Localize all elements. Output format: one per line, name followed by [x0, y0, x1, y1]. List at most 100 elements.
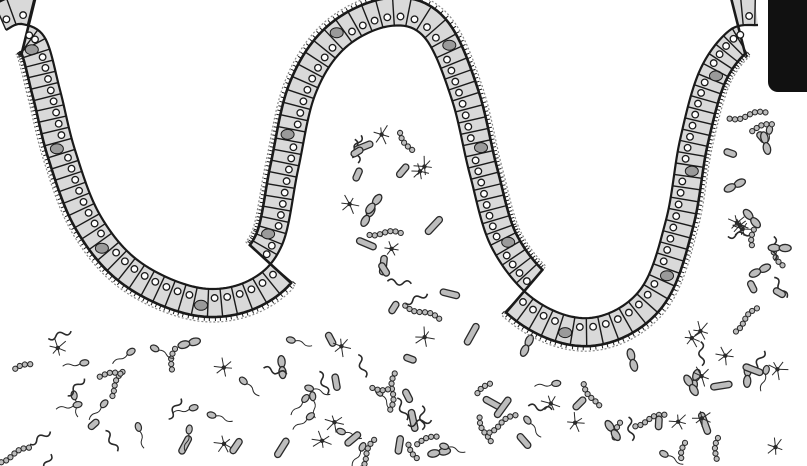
cell-nucleus	[675, 201, 682, 208]
rod-bacterium	[388, 300, 400, 315]
cell-nucleus	[259, 280, 266, 287]
cell-nucleus	[283, 178, 290, 185]
cell-nucleus	[152, 279, 159, 286]
cell-nucleus	[483, 202, 490, 209]
rod-bacterium	[331, 374, 340, 391]
cell-nucleus	[673, 213, 680, 220]
coccus-chain	[12, 359, 34, 373]
coccus-chain	[395, 129, 416, 155]
cell-nucleus	[670, 224, 677, 231]
cell-nucleus	[651, 281, 658, 288]
spiral-bacterium	[29, 429, 52, 446]
cell-nucleus	[55, 120, 62, 127]
cell-nucleus	[53, 109, 60, 116]
flagellated-bacterium	[289, 393, 311, 417]
microvillus	[697, 209, 701, 210]
cell-nucleus	[72, 177, 79, 184]
cell-nucleus	[309, 75, 316, 82]
diplococcus	[177, 337, 201, 350]
rod-bacterium	[395, 435, 404, 454]
rod-bacterium	[403, 354, 417, 364]
rod-bacterium	[273, 437, 290, 459]
microvillus	[701, 184, 705, 185]
cell-nucleus	[590, 323, 597, 330]
microvillus	[193, 315, 194, 319]
microvillus	[654, 316, 657, 319]
microvillus	[262, 191, 266, 192]
cell-nucleus	[42, 65, 49, 72]
rod-bacterium	[424, 215, 444, 236]
cell-nucleus	[286, 166, 293, 173]
flagellated-bacterium	[206, 411, 233, 424]
rod-bacterium	[698, 412, 712, 436]
rod-bacterium	[746, 280, 757, 294]
coccus-chain	[166, 345, 179, 372]
flagellated-bacterium	[134, 422, 147, 449]
cell-nucleus	[516, 270, 523, 277]
fungal-hypha	[768, 438, 783, 455]
cell-nucleus	[424, 24, 431, 31]
coccus-chain	[0, 442, 33, 466]
coccus-chain	[473, 379, 494, 398]
cell-nucleus	[540, 313, 547, 320]
cell-nucleus	[248, 286, 255, 293]
cell-nucleus	[294, 121, 301, 128]
rod-bacterium	[655, 416, 662, 430]
coccus-chain	[677, 439, 688, 461]
fungal-hypha	[716, 347, 734, 365]
goblet-cell	[195, 300, 208, 310]
cell-nucleus	[288, 155, 295, 162]
microvillus	[260, 202, 264, 203]
cell-nucleus	[360, 22, 367, 29]
fungal-hypha	[214, 436, 232, 453]
cell-nucleus	[20, 12, 27, 19]
cell-nucleus	[224, 294, 231, 301]
spiral-bacterium	[356, 354, 368, 378]
cell-nucleus	[263, 251, 270, 258]
cell-nucleus	[122, 258, 129, 265]
fungal-hypha	[312, 431, 332, 448]
cell-nucleus	[269, 242, 276, 249]
spiral-bacterium	[317, 371, 330, 395]
cell-nucleus	[465, 123, 472, 130]
cell-nucleus	[737, 32, 744, 39]
coccus-chain	[748, 227, 757, 248]
spiral-bacterium	[48, 329, 72, 341]
cell-nucleus	[174, 288, 181, 295]
cell-nucleus	[452, 78, 459, 85]
cell-nucleus	[98, 230, 105, 237]
rod-bacterium	[324, 331, 337, 347]
cell-nucleus	[300, 98, 307, 105]
cell-nucleus	[39, 54, 46, 61]
cell-nucleus	[80, 199, 87, 206]
cell-nucleus	[371, 17, 378, 24]
microvillus	[705, 157, 709, 158]
microvillus	[703, 172, 707, 173]
cell-nucleus	[472, 157, 479, 164]
cell-nucleus	[677, 190, 684, 197]
fungal-hypha	[374, 125, 390, 144]
cell-nucleus	[76, 188, 83, 195]
microvillus	[702, 180, 706, 181]
cell-nucleus	[636, 301, 643, 308]
microvillus	[747, 52, 750, 55]
spiral-bacterium	[528, 404, 552, 413]
cell-nucleus	[684, 145, 691, 152]
cell-nucleus	[397, 13, 404, 20]
corner-mark	[768, 0, 807, 92]
coccus-chain	[711, 435, 722, 462]
fungal-hypha	[341, 195, 359, 214]
cell-nucleus	[687, 134, 694, 141]
cell-nucleus	[304, 87, 311, 94]
goblet-cell	[281, 129, 294, 139]
microvillus	[703, 169, 707, 170]
cell-nucleus	[444, 56, 451, 63]
microvillus	[572, 345, 573, 349]
flagellated-bacterium	[522, 415, 543, 439]
cell-nucleus	[50, 98, 57, 105]
goblet-cell	[559, 328, 572, 338]
fungal-hypha	[384, 241, 398, 255]
cell-nucleus	[211, 295, 218, 302]
rod-bacterium	[402, 388, 414, 403]
